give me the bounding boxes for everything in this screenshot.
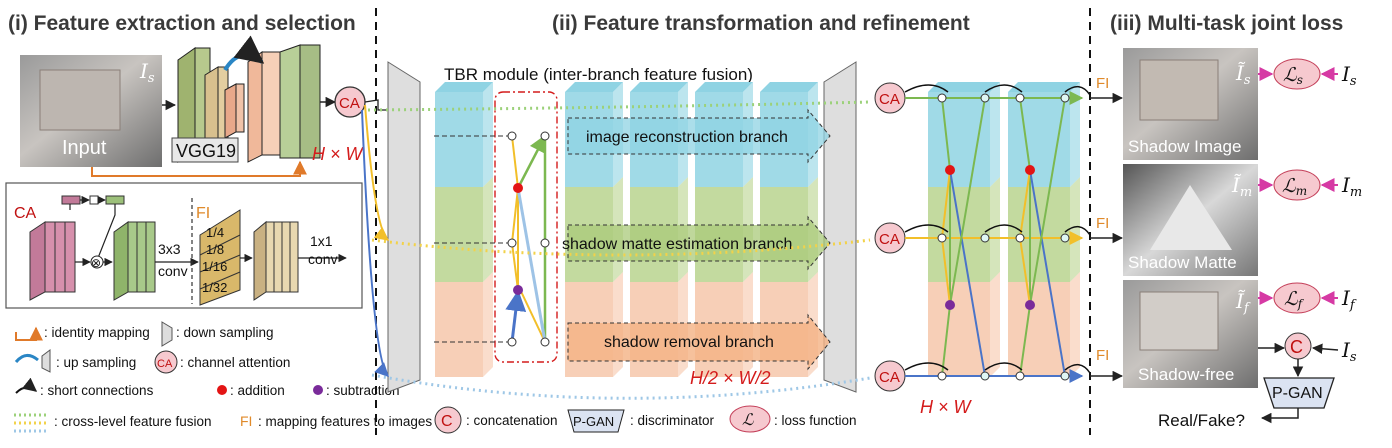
input-image: Input Is: [20, 55, 162, 167]
svg-text:CA: CA: [879, 91, 900, 108]
svg-text:CA: CA: [879, 231, 900, 248]
svg-text:3x3: 3x3: [158, 241, 181, 257]
refine-stack-1: [928, 82, 1000, 377]
svg-text:1/4: 1/4: [206, 225, 224, 240]
svg-text:: cross-level feature fusion: : cross-level feature fusion: [54, 414, 212, 429]
section-title-2: (ii) Feature transformation and refineme…: [552, 12, 970, 35]
svg-text:Shadow-free: Shadow-free: [1138, 365, 1234, 384]
section-title-1: (i) Feature extraction and selection: [8, 12, 356, 35]
svg-text:Ĩm: Ĩm: [1231, 173, 1252, 200]
legend-bottom: C : concatenation P-GAN : discriminator …: [434, 405, 857, 434]
svg-text:: identity mapping: : identity mapping: [44, 325, 150, 340]
branch-bottom: shadow removal branch: [567, 313, 831, 371]
svg-text:: discriminator: : discriminator: [630, 413, 715, 428]
svg-text:Ĩf: Ĩf: [1235, 289, 1251, 316]
refinement-connections: [904, 84, 1091, 383]
svg-text:C: C: [1290, 337, 1303, 357]
loss-s: ℒs Is: [1258, 58, 1357, 90]
svg-text:Is: Is: [1341, 62, 1357, 89]
svg-text:: mapping features to images: : mapping features to images: [258, 414, 432, 429]
ca-circle-bottom: CA: [874, 360, 906, 392]
svg-text:P-GAN: P-GAN: [1272, 385, 1323, 402]
svg-text:CA: CA: [339, 95, 360, 112]
loss-f: ℒf If: [1258, 282, 1357, 314]
concatenation-node: C Is: [1258, 332, 1357, 378]
svg-text:Shadow Image: Shadow Image: [1128, 137, 1241, 156]
output-shadow-matte: Shadow Matte Ĩm: [1123, 164, 1258, 276]
down-sampling-right: [823, 61, 857, 393]
section-title-3: (iii) Multi-task joint loss: [1110, 12, 1343, 35]
real-fake-label: Real/Fake?: [1158, 411, 1245, 430]
hw2-label: H/2 × W/2: [690, 368, 771, 388]
svg-text:CA: CA: [157, 358, 173, 370]
svg-text:ℒs: ℒs: [1283, 64, 1303, 87]
loss-m: ℒm Im: [1258, 169, 1362, 201]
svg-text:: short connections: : short connections: [40, 383, 154, 398]
svg-text:If: If: [1341, 286, 1357, 313]
svg-text:Ĩs: Ĩs: [1235, 61, 1251, 88]
ca-fi-detail-box: CA ⊗ 3x3 conv FI: [5, 182, 363, 309]
vgg19-block: VGG19: [171, 35, 321, 163]
tbr-title: TBR module (inter-branch feature fusion): [444, 65, 753, 84]
svg-text:P-GAN: P-GAN: [573, 414, 614, 429]
svg-text:: up sampling: : up sampling: [56, 355, 136, 370]
svg-text:⊗: ⊗: [91, 256, 101, 270]
svg-text:ℒm: ℒm: [1282, 175, 1307, 198]
legend: : identity mapping : down sampling : up …: [14, 321, 432, 433]
vgg-label: VGG19: [176, 141, 236, 161]
branch-mid: shadow matte estimation branch: [562, 215, 831, 271]
fi-label-mid: FI: [1096, 215, 1109, 232]
svg-text:Is: Is: [1341, 338, 1357, 365]
svg-text:ℒ: ℒ: [742, 410, 754, 429]
tbr-connections: [434, 131, 550, 347]
fi-label-top: FI: [1096, 75, 1109, 92]
svg-text:1x1: 1x1: [310, 233, 333, 249]
svg-text:conv: conv: [158, 263, 188, 279]
svg-text:: down sampling: : down sampling: [176, 325, 274, 340]
tbr-module-box: [494, 91, 558, 363]
svg-text:: loss function: : loss function: [774, 413, 857, 428]
feature-stack-1: [435, 82, 493, 377]
svg-text:: subtraction: : subtraction: [326, 383, 400, 398]
svg-text:1/16: 1/16: [202, 259, 227, 274]
svg-text:1/32: 1/32: [202, 280, 227, 295]
svg-text:1/8: 1/8: [206, 242, 224, 257]
cross-level-fusion: [367, 100, 871, 400]
detail-fi-label: FI: [196, 205, 210, 222]
branch-label-top: image reconstruction branch: [586, 129, 788, 146]
branch-label-bottom: shadow removal branch: [604, 334, 774, 351]
fi-label-bottom: FI: [1096, 347, 1109, 364]
hw-label-left: H × W: [312, 144, 365, 164]
svg-text:FI: FI: [240, 413, 252, 429]
output-shadow-image: Shadow Image Ĩs: [1123, 48, 1258, 160]
svg-text:CA: CA: [879, 369, 900, 386]
detail-ca-label: CA: [14, 205, 37, 222]
hw-label-right: H × W: [920, 397, 973, 417]
svg-text:ℒf: ℒf: [1284, 288, 1305, 311]
svg-text:: concatenation: : concatenation: [466, 413, 558, 428]
down-sampling-left: [387, 61, 421, 393]
svg-text:conv: conv: [308, 251, 338, 267]
p-gan-discriminator: P-GAN Real/Fake?: [1158, 377, 1335, 430]
ca-circle-mid: CA: [874, 222, 906, 254]
input-label: Input: [62, 137, 107, 159]
branch-top: image reconstruction branch: [567, 108, 831, 164]
svg-text:Im: Im: [1341, 173, 1362, 200]
ca-circle-main: CA: [334, 86, 366, 118]
svg-text:: channel attention: : channel attention: [180, 355, 290, 370]
input-symbol: Is: [139, 59, 155, 86]
svg-text:: addition: : addition: [230, 383, 285, 398]
svg-text:Shadow Matte: Shadow Matte: [1128, 253, 1237, 272]
output-shadow-free: Shadow-free Ĩf: [1123, 280, 1258, 388]
branch-label-mid: shadow matte estimation branch: [562, 236, 792, 253]
svg-text:C: C: [441, 413, 453, 430]
ca-circle-top: CA: [874, 82, 906, 114]
